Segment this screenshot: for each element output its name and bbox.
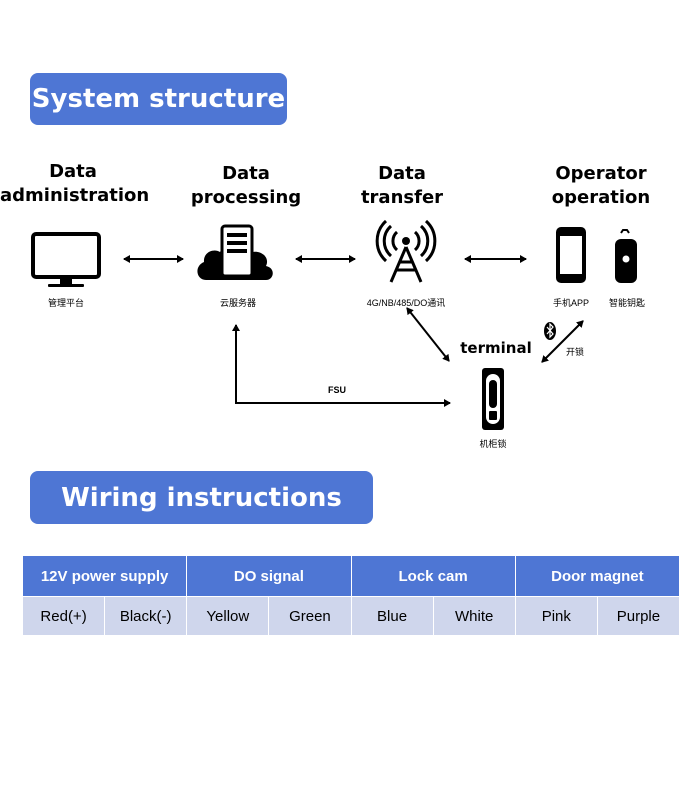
system-diagram: [31, 219, 637, 430]
data-transfer-heading: Data transfer: [350, 162, 454, 210]
heading-line: transfer: [360, 187, 444, 208]
wire-color-cell: Black(-): [104, 596, 188, 636]
cloud-server-icon: [197, 224, 273, 280]
wire-color-cell: Green: [268, 596, 352, 636]
arrow-transfer-terminal: [406, 307, 450, 362]
cabinet-lock-label: 机柜锁: [479, 439, 507, 449]
arrow-operator-terminal: [541, 320, 584, 363]
data-processing-heading: Data processing: [186, 162, 306, 210]
heading-line: administration: [0, 185, 150, 206]
header-door-magnet: Door magnet: [514, 555, 680, 597]
wire-color-cell: Red(+): [21, 596, 106, 636]
header-lock-cam: Lock cam: [350, 555, 516, 597]
transfer-protocols-label: 4G/NB/485/DO通讯: [366, 298, 446, 308]
heading-line: Operator: [555, 163, 647, 184]
header-do-signal: DO signal: [186, 555, 352, 597]
heading-line: Data: [49, 161, 97, 182]
smart-key-icon: [615, 229, 637, 283]
wiring-instructions-title: Wiring instructions: [61, 482, 342, 513]
smart-key-label: 智能钥匙: [608, 298, 645, 308]
terminal-heading: terminal: [460, 339, 532, 357]
wire-color-cell: Purple: [596, 596, 680, 636]
heading-line: processing: [190, 187, 302, 208]
cabinet-lock-icon: [482, 368, 504, 430]
table-row: Red(+) Black(-) Yellow Green Blue White …: [21, 596, 680, 636]
arrows: [123, 255, 584, 407]
heading-line: Data: [378, 163, 426, 184]
arrow-fsu-path: [232, 324, 451, 407]
management-platform-label: 管理平台: [47, 298, 84, 308]
bluetooth-icon: [544, 322, 556, 340]
header-12v-power-supply: 12V power supply: [21, 555, 188, 597]
wiring-instructions-banner: Wiring instructions: [30, 471, 373, 524]
operator-operation-heading: Operator operation: [546, 162, 656, 210]
system-structure-title: System structure: [31, 84, 286, 114]
wire-color-cell: Pink: [514, 596, 598, 636]
smartphone-icon: [556, 227, 586, 283]
system-structure-banner: System structure: [30, 73, 287, 125]
data-administration-heading: Data administration: [0, 160, 150, 208]
wire-color-cell: Blue: [350, 596, 434, 636]
wiring-header-row: 12V power supply DO signal Lock cam Door…: [21, 555, 680, 597]
unlock-label: 开锁: [565, 347, 584, 357]
wire-color-cell: Yellow: [186, 596, 270, 636]
heading-line: Data: [222, 163, 270, 184]
fsu-label: FSU: [328, 385, 346, 395]
wiring-table: 12V power supply DO signal Lock cam Door…: [21, 555, 680, 636]
cloud-server-label: 云服务器: [219, 298, 256, 308]
phone-app-label: 手机APP: [552, 298, 589, 308]
signal-tower-icon: [375, 219, 437, 283]
wire-color-cell: White: [432, 596, 516, 636]
heading-line: operation: [551, 187, 651, 208]
monitor-icon: [31, 232, 101, 287]
